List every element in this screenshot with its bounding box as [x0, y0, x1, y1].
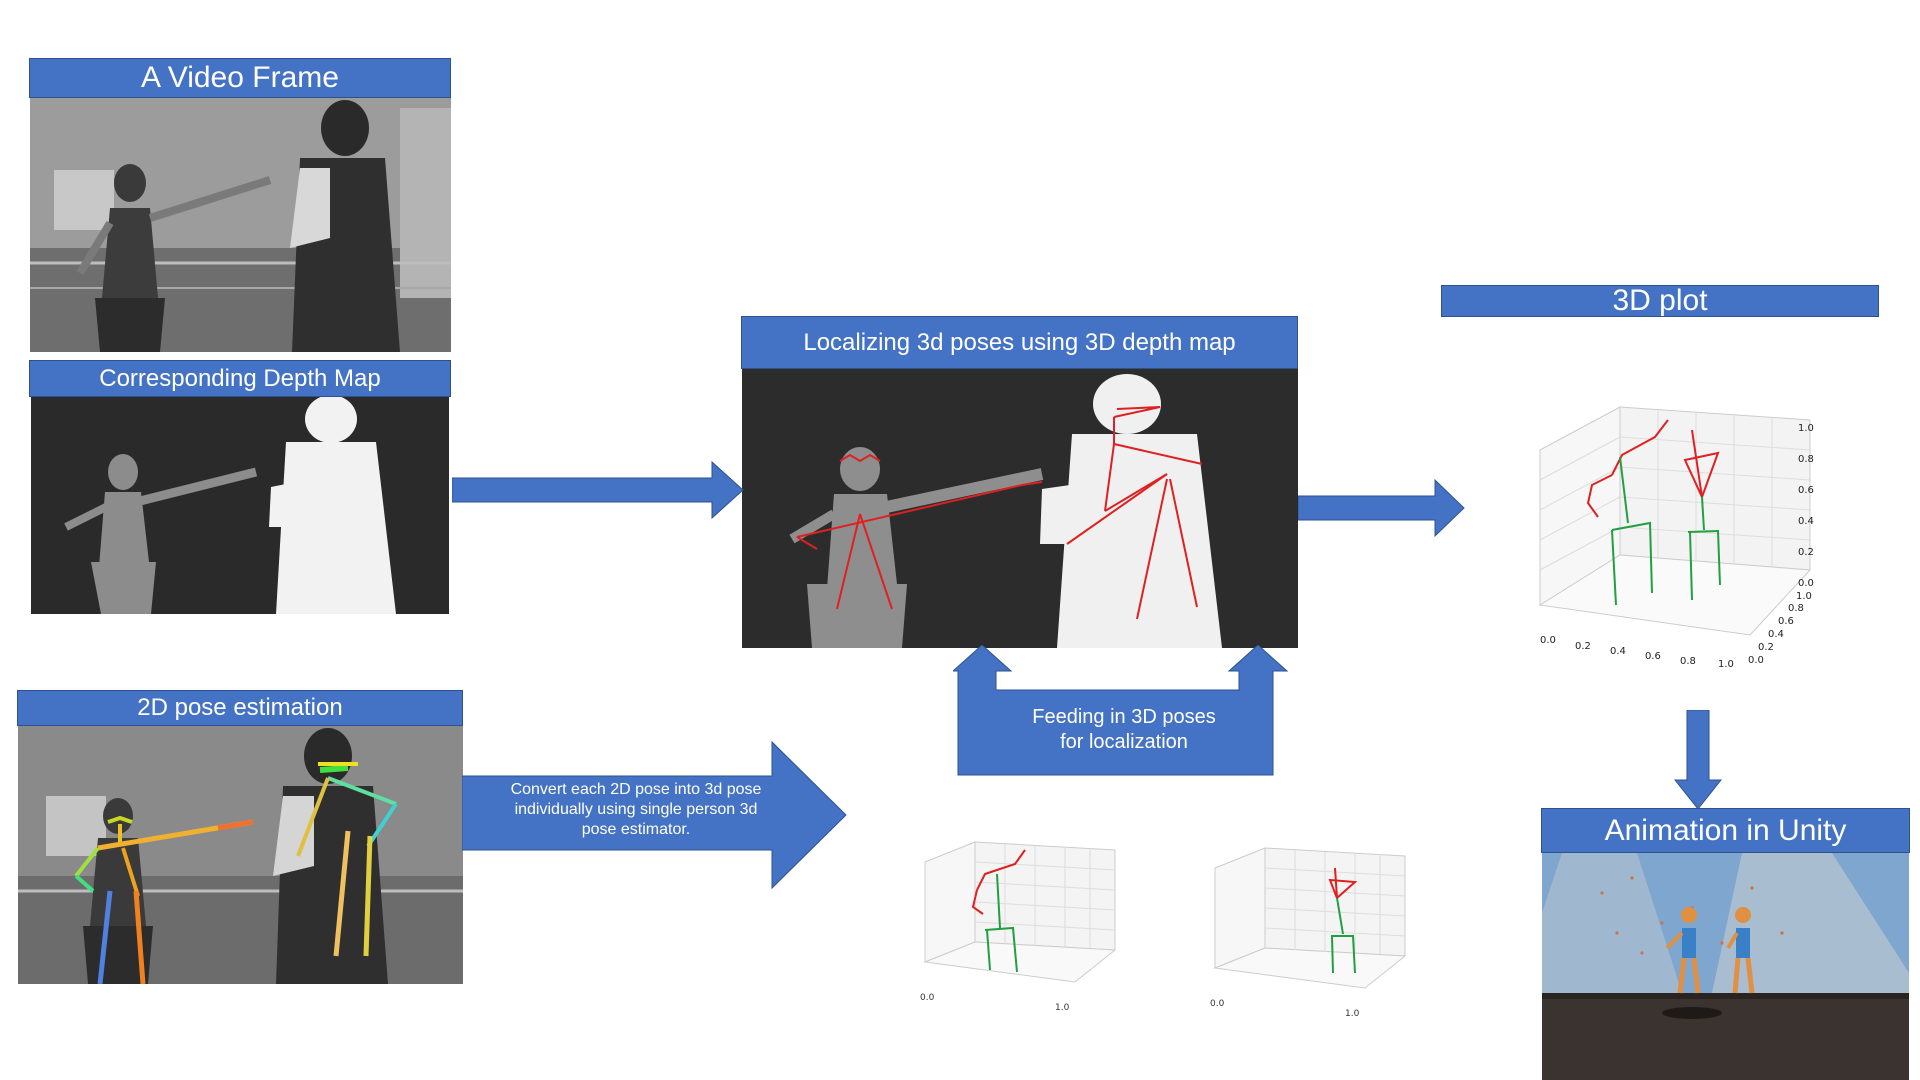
convert-note-line3: pose estimator.: [581, 821, 691, 838]
plot-x-tick-2: 0.4: [1610, 646, 1626, 657]
arrow-to-unity: [1673, 710, 1723, 810]
pose-3d-plot-right: 0.0 1.0: [1205, 838, 1435, 1038]
plot-z-tick-2: 0.4: [1798, 516, 1814, 527]
localized-poses-image: [742, 369, 1298, 648]
pose-2d-title: 2D pose estimation: [17, 690, 463, 726]
video-frame-image: [30, 98, 451, 352]
localizing-title-text: Localizing 3d poses using 3D depth map: [803, 328, 1236, 356]
depth-map-image: [31, 397, 449, 614]
plot-x-tick-4: 0.8: [1680, 656, 1696, 667]
plot-y-tick-3: 0.6: [1778, 616, 1794, 627]
plot-x-tick-0: 0.0: [1540, 635, 1556, 646]
arrow-to-localizing: [452, 460, 744, 520]
plot-right-x5: 1.0: [1345, 1009, 1360, 1019]
plot-z-tick-3: 0.6: [1798, 485, 1814, 496]
unity-title: Animation in Unity: [1541, 808, 1910, 853]
plot-left-x0: 0.0: [920, 993, 935, 1003]
plot-z-tick-4: 0.8: [1798, 454, 1814, 465]
plot-3d-title: 3D plot: [1441, 284, 1879, 317]
plot-y-tick-4: 0.8: [1788, 603, 1804, 614]
pose-3d-plot-left: 0.0 1.0: [915, 832, 1145, 1032]
convert-note-line2: individually using single person 3d: [514, 801, 758, 818]
depth-map-title: Corresponding Depth Map: [29, 360, 451, 397]
plot-z-tick-0: 0.0: [1798, 578, 1814, 589]
plot-left-x5: 1.0: [1055, 1003, 1070, 1013]
localizing-title: Localizing 3d poses using 3D depth map: [741, 316, 1298, 369]
video-frame-title-text: A Video Frame: [141, 61, 339, 94]
depth-map-title-text: Corresponding Depth Map: [99, 364, 381, 392]
plot-3d-title-text: 3D plot: [1612, 284, 1708, 317]
unity-title-text: Animation in Unity: [1604, 813, 1847, 847]
plot-z-tick-1: 0.2: [1798, 547, 1814, 558]
feeding-note: Feeding in 3D poses for localization: [1000, 705, 1248, 755]
plot-y-tick-1: 0.2: [1758, 642, 1774, 653]
plot-3d-figure: 0.0 0.2 0.4 0.6 0.8 1.0 0.0 0.2 0.4 0.6 …: [1520, 395, 1820, 675]
feeding-note-line1: Feeding in 3D poses: [1032, 706, 1216, 728]
plot-right-x0: 0.0: [1210, 999, 1225, 1009]
plot-x-tick-1: 0.2: [1575, 641, 1591, 652]
pose-2d-image: [18, 726, 463, 984]
plot-x-tick-3: 0.6: [1645, 651, 1661, 662]
convert-note-line1: Convert each 2D pose into 3d pose: [510, 781, 762, 798]
feeding-note-line2: for localization: [1060, 731, 1188, 753]
convert-note: Convert each 2D pose into 3d pose indivi…: [462, 780, 810, 840]
plot-y-tick-0: 0.0: [1748, 655, 1764, 666]
plot-z-tick-5: 1.0: [1798, 423, 1814, 434]
convert-arrow-shape: [462, 740, 847, 890]
video-frame-title: A Video Frame: [29, 58, 451, 98]
plot-y-tick-2: 0.4: [1768, 629, 1784, 640]
unity-animation-image: [1542, 853, 1909, 1080]
pose-2d-title-text: 2D pose estimation: [137, 694, 343, 721]
feeding-arrows-shape: [953, 645, 1289, 776]
arrow-to-3d-plot: [1298, 478, 1465, 538]
plot-x-tick-5: 1.0: [1718, 659, 1734, 670]
plot-y-tick-5: 1.0: [1796, 591, 1812, 602]
